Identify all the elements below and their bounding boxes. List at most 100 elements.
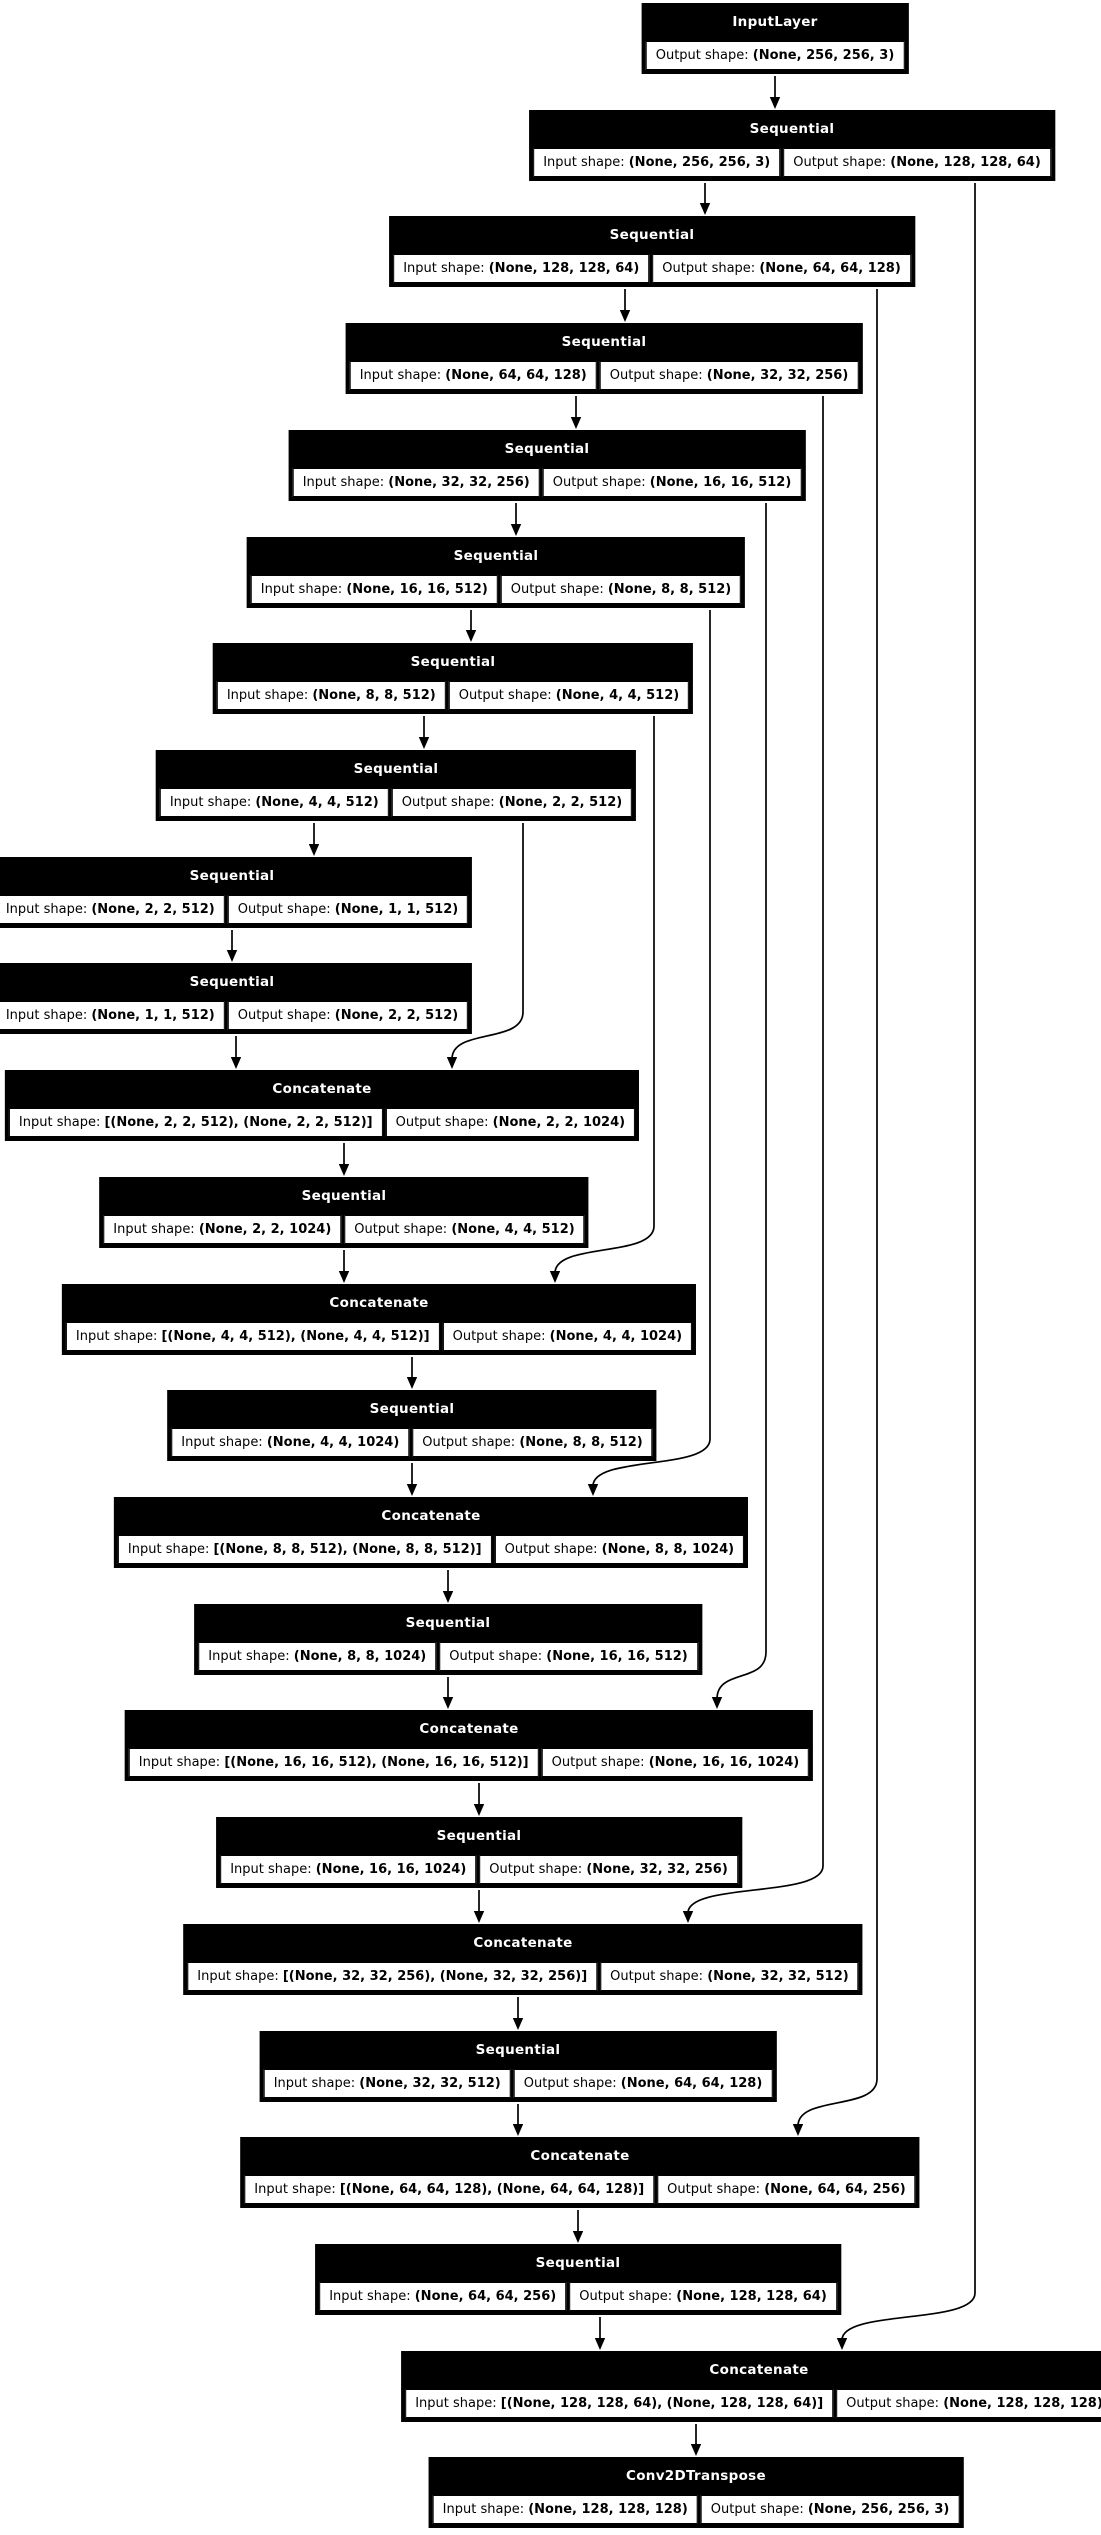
- layer-node-sequential-5: Sequential Input shape: (None, 16, 16, 5…: [246, 537, 746, 608]
- layer-node-shape-row: Input shape: (None, 4, 4, 512) Output sh…: [157, 788, 635, 820]
- layer-node-shape-row: Input shape: (None, 64, 64, 128) Output …: [347, 361, 862, 393]
- shape-value: (None, 1, 1, 512): [91, 1008, 215, 1023]
- layer-node-title: Concatenate: [419, 1721, 519, 1737]
- shape-label: Input shape:: [442, 2502, 525, 2517]
- shape-value: (None, 32, 32, 256): [706, 368, 849, 383]
- layer-node-concatenate-22: Concatenate Input shape: [(None, 128, 12…: [401, 2351, 1101, 2422]
- layer-node-title: Sequential: [353, 761, 439, 777]
- layer-node-shape-row: Input shape: (None, 256, 256, 3) Output …: [530, 148, 1054, 180]
- layer-node-title: Concatenate: [272, 1081, 372, 1097]
- shape-value: (None, 128, 128, 64): [488, 261, 640, 276]
- layer-shape-cell: Output shape: (None, 16, 16, 512): [439, 1642, 698, 1671]
- layer-node-sequential-4: Sequential Input shape: (None, 32, 32, 2…: [288, 430, 806, 501]
- layer-node-conv2dtranspose-23: Conv2DTranspose Input shape: (None, 128,…: [428, 2457, 964, 2528]
- layer-shape-cell: Output shape: (None, 4, 4, 512): [344, 1215, 585, 1244]
- layer-node-shape-row: Input shape: [(None, 8, 8, 512), (None, …: [115, 1535, 747, 1567]
- layer-node-title: Sequential: [301, 1188, 387, 1204]
- layer-node-title: Sequential: [189, 974, 275, 990]
- layer-node-concatenate-14: Concatenate Input shape: [(None, 8, 8, 5…: [113, 1497, 749, 1568]
- layer-shape-cell: Output shape: (None, 2, 2, 1024): [385, 1108, 636, 1137]
- layer-node-sequential-7: Sequential Input shape: (None, 4, 4, 512…: [155, 750, 637, 821]
- layer-node-sequential-21: Sequential Input shape: (None, 64, 64, 2…: [315, 2244, 841, 2315]
- layer-shape-cell: Input shape: [(None, 8, 8, 512), (None, …: [117, 1535, 492, 1564]
- arrowhead: [512, 2124, 524, 2136]
- layer-node-sequential-3: Sequential Input shape: (None, 64, 64, 1…: [345, 323, 863, 394]
- arrowhead: [512, 2018, 524, 2030]
- layer-shape-cell: Output shape: (None, 32, 32, 256): [479, 1855, 738, 1884]
- shape-value: [(None, 8, 8, 512), (None, 8, 8, 512)]: [213, 1542, 482, 1557]
- layer-shape-cell: Output shape: (None, 16, 16, 1024): [541, 1748, 810, 1777]
- shape-label: Output shape:: [354, 1222, 448, 1237]
- layer-shape-cell: Output shape: (None, 128, 128, 128): [836, 2389, 1101, 2418]
- shape-label: Output shape:: [523, 2076, 617, 2091]
- shape-label: Input shape:: [543, 155, 625, 170]
- shape-label: Output shape:: [422, 1435, 516, 1450]
- layer-node-sequential-11: Sequential Input shape: (None, 2, 2, 102…: [99, 1177, 589, 1248]
- shape-value: (None, 8, 8, 512): [312, 688, 436, 703]
- arrowhead: [465, 630, 477, 642]
- layer-shape-cell: Output shape: (None, 8, 8, 512): [412, 1428, 653, 1457]
- layer-shape-cell: Input shape: (None, 2, 2, 1024): [103, 1215, 342, 1244]
- layer-node-concatenate-10: Concatenate Input shape: [(None, 2, 2, 5…: [4, 1070, 640, 1141]
- shape-label: Input shape:: [5, 902, 88, 917]
- layer-node-title: Sequential: [504, 441, 590, 457]
- shape-label: Output shape:: [552, 475, 646, 490]
- shape-label: Input shape:: [208, 1649, 290, 1664]
- shape-label: Input shape:: [75, 1329, 158, 1344]
- layer-node-shape-row: Input shape: (None, 32, 32, 256) Output …: [290, 468, 805, 500]
- shape-label: Output shape:: [793, 155, 887, 170]
- arrowhead: [406, 1377, 418, 1389]
- shape-label: Output shape:: [489, 1862, 583, 1877]
- shape-value: (None, 128, 128, 64): [676, 2289, 827, 2304]
- shape-value: (None, 32, 32, 256): [586, 1862, 728, 1877]
- shape-label: Input shape:: [230, 1862, 312, 1877]
- layer-node-title: Concatenate: [473, 1935, 573, 1951]
- edge-line: [451, 823, 524, 1060]
- shape-value: (None, 256, 256, 3): [628, 155, 771, 170]
- shape-label: Output shape:: [401, 795, 495, 810]
- layer-shape-cell: Input shape: (None, 2, 2, 512): [0, 895, 225, 924]
- layer-shape-cell: Input shape: (None, 128, 128, 64): [393, 254, 650, 283]
- layer-shape-cell: Input shape: [(None, 64, 64, 128), (None…: [244, 2175, 655, 2204]
- layer-node-title: Concatenate: [709, 2362, 809, 2378]
- layer-node-concatenate-18: Concatenate Input shape: [(None, 32, 32,…: [183, 1924, 863, 1995]
- layer-node-sequential-6: Sequential Input shape: (None, 8, 8, 512…: [212, 643, 694, 714]
- shape-value: (None, 128, 128, 64): [890, 155, 1041, 170]
- arrowhead: [792, 2124, 804, 2136]
- shape-label: Output shape:: [449, 1649, 543, 1664]
- shape-label: Input shape:: [18, 1115, 101, 1130]
- layer-shape-cell: Output shape: (None, 256, 256, 3): [700, 2495, 960, 2524]
- layer-shape-cell: Output shape: (None, 256, 256, 3): [645, 41, 905, 70]
- shape-label: Output shape:: [510, 582, 604, 597]
- shape-label: Input shape:: [359, 368, 442, 383]
- layer-node-shape-row: Input shape: (None, 64, 64, 256) Output …: [316, 2282, 840, 2314]
- layer-node-shape-row: Input shape: (None, 32, 32, 512) Output …: [261, 2069, 776, 2101]
- shape-value: (None, 2, 2, 512): [498, 795, 623, 810]
- layer-shape-cell: Input shape: (None, 1, 1, 512): [0, 1001, 225, 1030]
- layer-node-shape-row: Input shape: (None, 2, 2, 1024) Output s…: [100, 1215, 587, 1247]
- shape-label: Input shape:: [138, 1755, 221, 1770]
- shape-label: Output shape:: [551, 1755, 645, 1770]
- shape-value: (None, 64, 64, 256): [414, 2289, 557, 2304]
- shape-label: Output shape:: [237, 1008, 331, 1023]
- shape-value: (None, 16, 16, 512): [649, 475, 792, 490]
- shape-label: Input shape:: [254, 2182, 336, 2197]
- shape-value: (None, 32, 32, 512): [359, 2076, 501, 2091]
- shape-label: Output shape:: [504, 1542, 598, 1557]
- arrowhead: [594, 2338, 606, 2350]
- layer-node-shape-row: Input shape: [(None, 2, 2, 512), (None, …: [6, 1108, 638, 1140]
- arrowhead: [446, 1057, 458, 1069]
- layer-shape-cell: Input shape: (None, 8, 8, 1024): [198, 1642, 437, 1671]
- arrowhead: [682, 1911, 694, 1923]
- arrowhead: [711, 1697, 723, 1709]
- shape-label: Input shape:: [5, 1008, 88, 1023]
- shape-value: [(None, 128, 128, 64), (None, 128, 128, …: [500, 2396, 824, 2411]
- arrowhead: [699, 203, 711, 215]
- shape-value: (None, 256, 256, 3): [807, 2502, 950, 2517]
- layer-node-shape-row: Input shape: (None, 16, 16, 1024) Output…: [217, 1855, 741, 1887]
- shape-value: (None, 2, 2, 512): [334, 1008, 459, 1023]
- layer-shape-cell: Input shape: [(None, 32, 32, 256), (None…: [187, 1962, 598, 1991]
- edge-line: [592, 610, 711, 1487]
- layer-node-shape-row: Input shape: [(None, 16, 16, 512), (None…: [126, 1748, 812, 1780]
- layer-node-inputlayer-0: InputLayer Output shape: (None, 256, 256…: [641, 3, 909, 74]
